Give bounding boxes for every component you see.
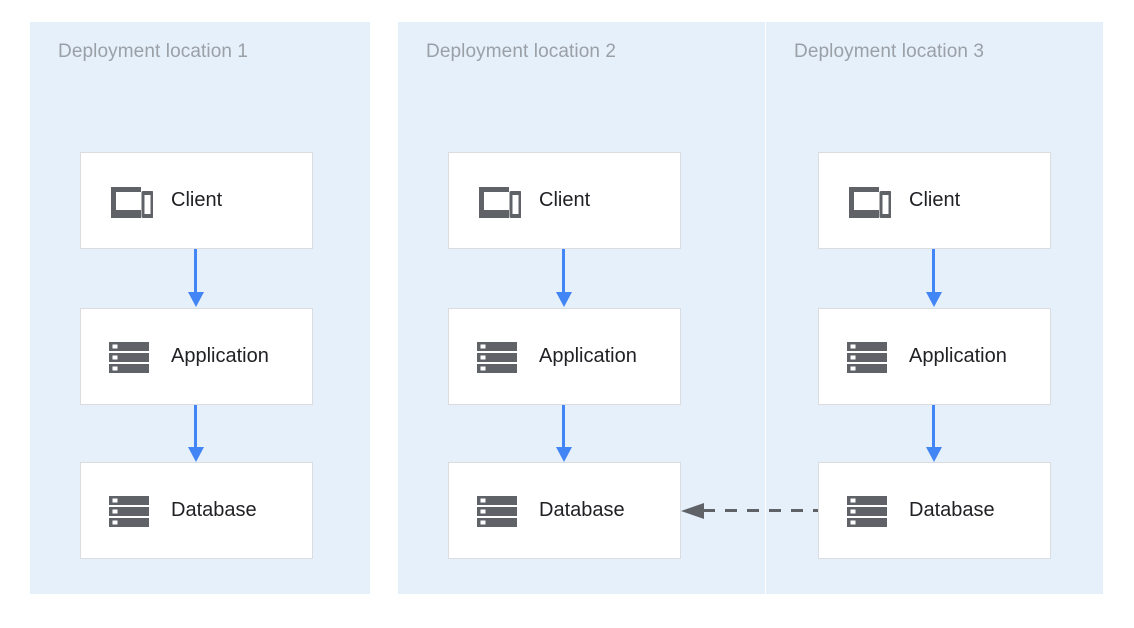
deployment-location-3-title: Deployment location 3: [794, 41, 985, 62]
server-icon: [847, 341, 887, 373]
location-2-database-label: Database: [539, 499, 625, 521]
location-2-client-label: Client: [539, 189, 591, 211]
location-3-database-label: Database: [909, 499, 995, 521]
location-1-client-label: Client: [171, 189, 223, 211]
arrow-head: [681, 503, 704, 519]
location-3-application-label: Application: [909, 345, 1007, 367]
devices-icon: [111, 186, 153, 218]
server-icon: [847, 495, 887, 527]
server-icon: [109, 495, 149, 527]
location-1-application-label: Application: [171, 345, 269, 367]
location-1-database-node[interactable]: Database: [80, 462, 313, 559]
location-3-database-node[interactable]: Database: [818, 462, 1051, 559]
location-2-client-node[interactable]: Client: [448, 152, 681, 249]
location-3-client-label: Client: [909, 189, 961, 211]
location-2-application-label: Application: [539, 345, 637, 367]
server-icon: [477, 341, 517, 373]
devices-icon: [479, 186, 521, 218]
arrow-database-replication-3-to-2: [681, 503, 818, 519]
deployment-location-2-title: Deployment location 2: [426, 41, 617, 62]
location-3-client-node[interactable]: Client: [818, 152, 1051, 249]
devices-icon: [849, 186, 891, 218]
location-1-application-node[interactable]: Application: [80, 308, 313, 405]
dashed-line: [703, 509, 818, 512]
deployment-location-1-title: Deployment location 1: [58, 41, 249, 62]
location-1-client-node[interactable]: Client: [80, 152, 313, 249]
location-2-application-node[interactable]: Application: [448, 308, 681, 405]
location-1-database-label: Database: [171, 499, 257, 521]
server-icon: [477, 495, 517, 527]
server-icon: [109, 341, 149, 373]
location-3-application-node[interactable]: Application: [818, 308, 1051, 405]
location-2-database-node[interactable]: Database: [448, 462, 681, 559]
